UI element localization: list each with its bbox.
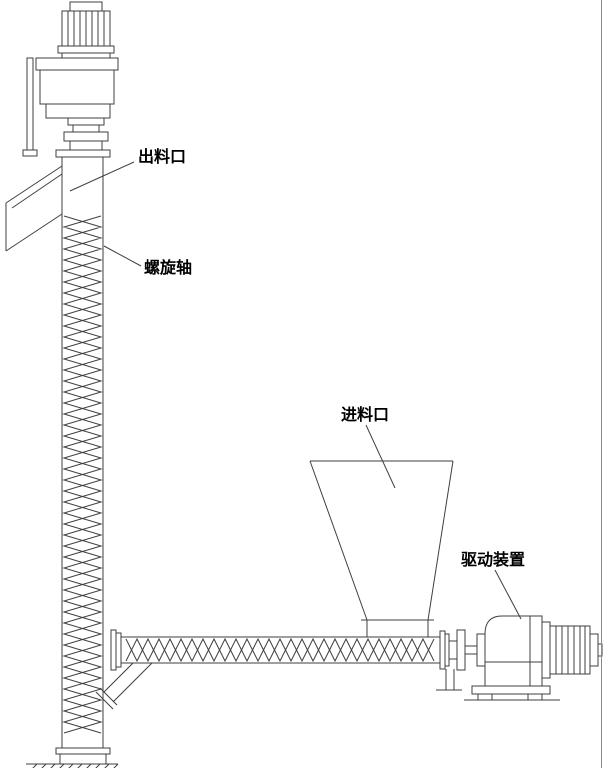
horizontal-tube-support-leg	[436, 669, 462, 691]
discharge-chute-outline	[5, 165, 63, 252]
label-drive-device: 驱动装置	[461, 550, 525, 569]
labels: 出料口 螺旋轴 进料口 驱动装置	[138, 147, 525, 569]
top-gearbox-housing	[35, 57, 119, 119]
right-coupling	[448, 629, 486, 671]
top-drive-assembly	[22, 1, 119, 158]
horizontal-tube-left-flange	[110, 629, 122, 671]
vertical-screw-path-b	[62, 215, 103, 734]
horizontal-screw-path-b	[125, 637, 435, 663]
feed-hopper-outline	[309, 460, 454, 637]
horizontal-tube-walls	[121, 636, 440, 664]
junction-chute-outline	[95, 662, 153, 710]
label-feed-inlet: 进料口	[341, 405, 389, 424]
label-screw-shaft: 螺旋轴	[144, 258, 192, 277]
right-motor-body	[541, 621, 603, 679]
leader-lines	[69, 161, 522, 620]
discharge-chute	[5, 165, 63, 252]
vertical-conveyor	[55, 157, 111, 765]
discharge-outlet-leader-line	[69, 161, 135, 192]
top-mounting-bracket	[22, 57, 38, 157]
label-discharge-outlet: 出料口	[138, 147, 186, 166]
horizontal-screw-path-a	[125, 637, 435, 663]
screw-shaft-leader-line	[103, 245, 142, 267]
right-drive-assembly	[448, 615, 603, 701]
junction-chute	[95, 662, 153, 710]
right-gearbox-housing	[484, 615, 543, 687]
horizontal-conveyor	[110, 629, 462, 691]
top-output-coupling	[55, 117, 111, 158]
vertical-tube-walls	[61, 157, 104, 748]
horizontal-tube-right-flange	[439, 630, 450, 670]
feed-inlet-leader-line	[365, 424, 396, 489]
drive-device-leader-line	[494, 569, 522, 620]
right-base-plate	[464, 685, 560, 701]
feed-hopper	[309, 460, 454, 637]
